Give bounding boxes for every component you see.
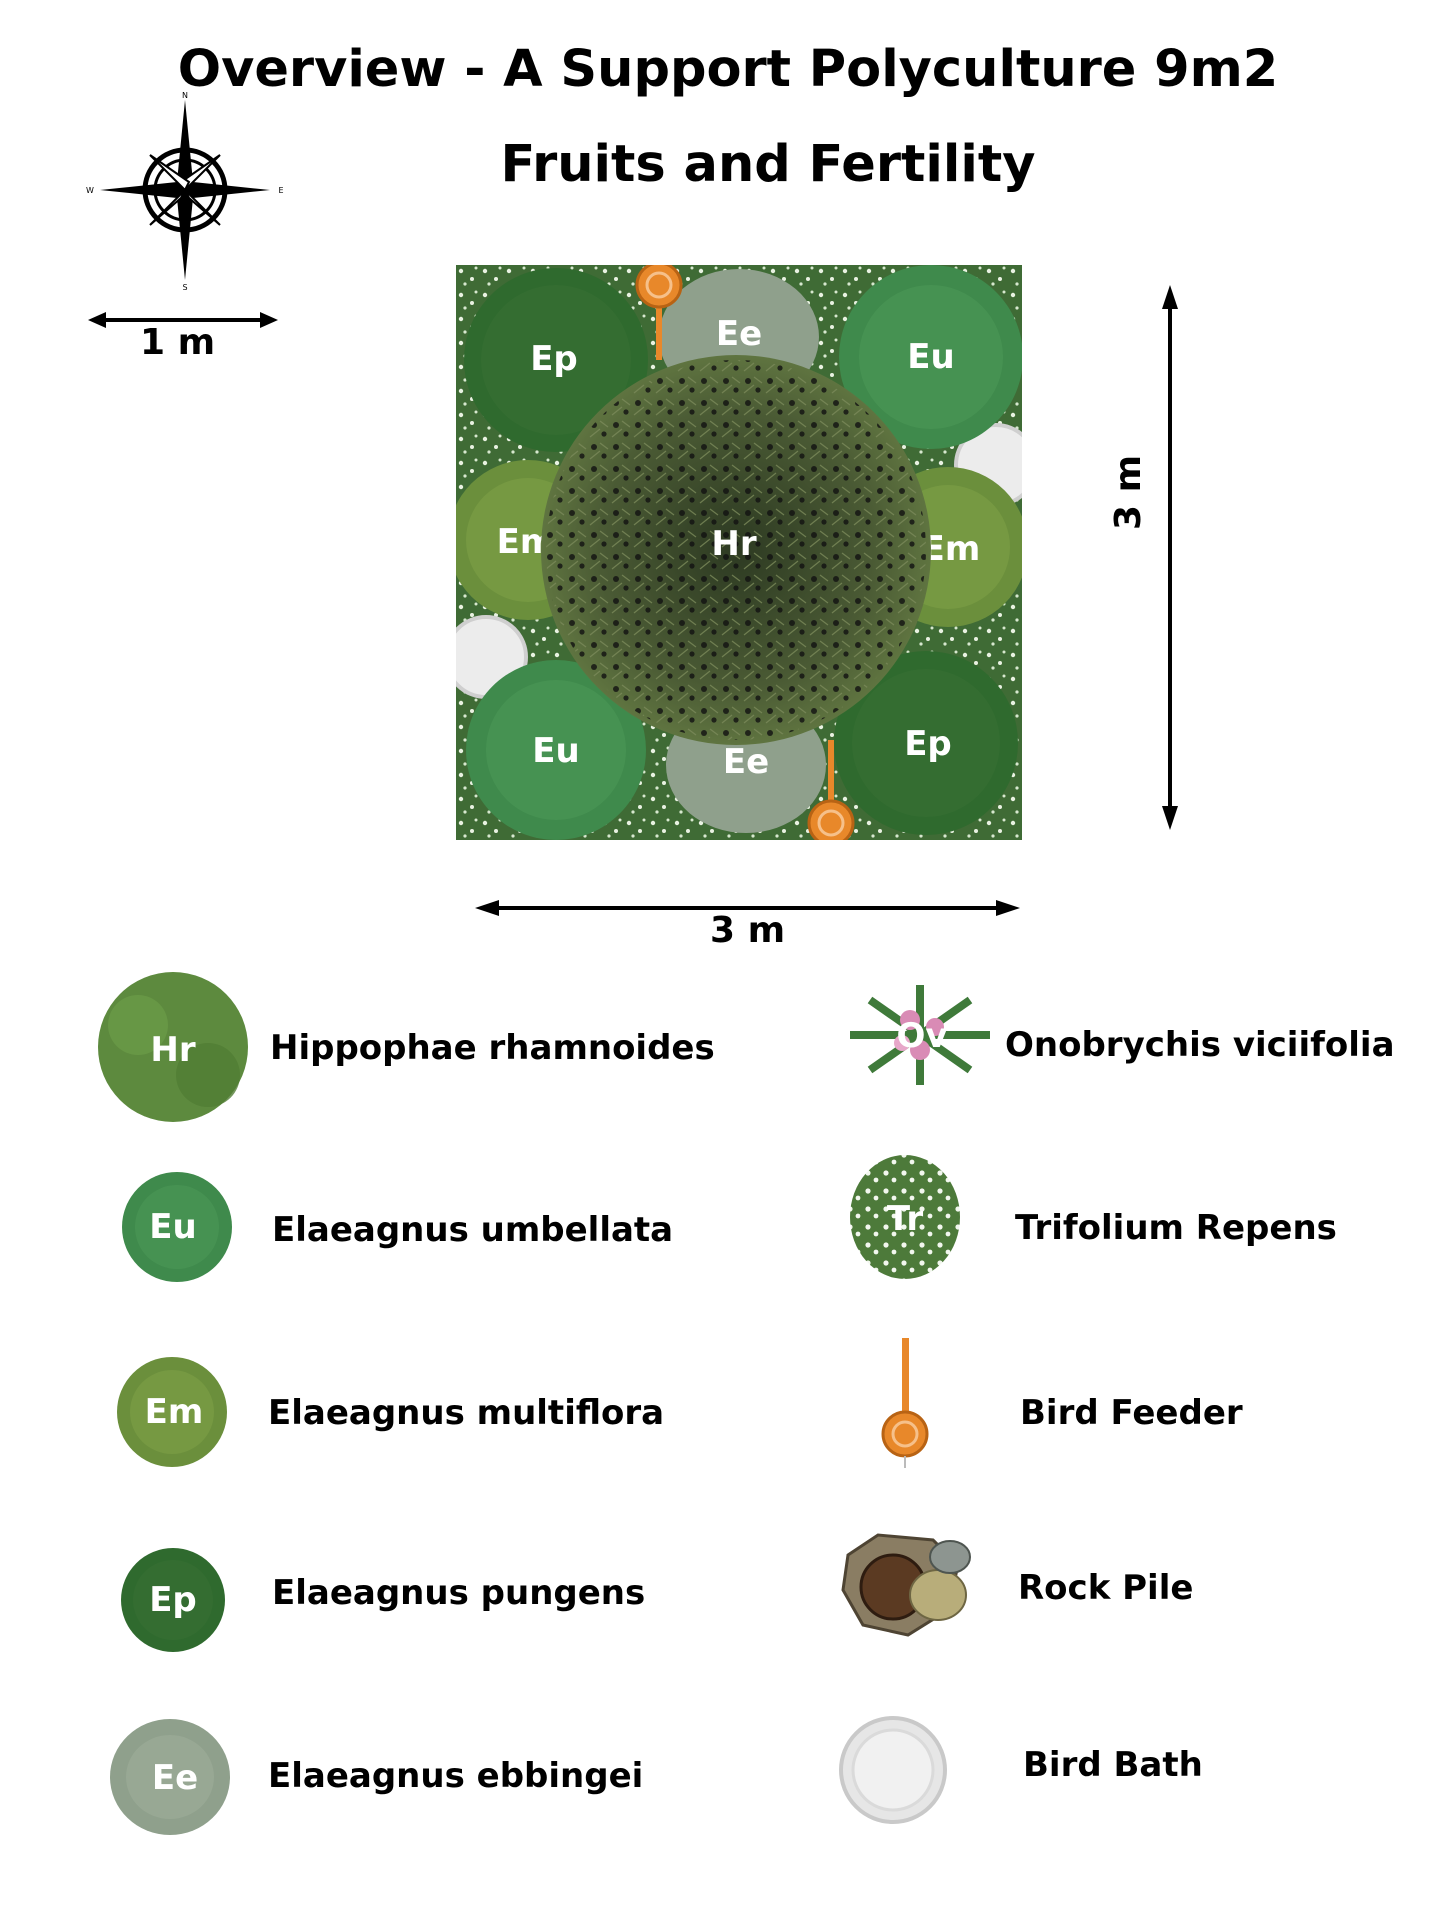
legend-label: Bird Bath	[1023, 1745, 1203, 1785]
plant-hr-center: Hr	[541, 355, 931, 745]
planting-plan: Ep Ee Eu Em Em Eu Ee Ep Hr	[456, 265, 1022, 840]
height-dimension-arrow	[1162, 285, 1178, 830]
compass-n-label: N	[182, 91, 188, 100]
plant-code: Ee	[723, 742, 769, 782]
height-dimension-label: 3 m	[1108, 454, 1149, 530]
legend-label: Elaeagnus ebbingei	[268, 1756, 644, 1796]
legend-icon-ep: Ep	[121, 1548, 225, 1652]
legend-icon-ov: Ov	[850, 985, 990, 1085]
bird-feeder-icon	[881, 1338, 929, 1468]
legend-label: Rock Pile	[1018, 1568, 1194, 1608]
compass-w-label: W	[86, 186, 94, 195]
plant-eu-ne: Eu	[839, 265, 1022, 449]
legend-icon-tr: Tr	[850, 1155, 960, 1279]
compass-s-label: S	[182, 283, 187, 290]
legend-code: Ee	[152, 1758, 198, 1798]
legend-code: Tr	[887, 1199, 923, 1239]
compass-e-label: E	[278, 186, 283, 195]
plant-ep-se: Ep	[834, 651, 1018, 835]
legend-label: Trifolium Repens	[1015, 1208, 1337, 1248]
plant-code: Ep	[530, 339, 578, 379]
plant-eu-sw: Eu	[466, 660, 646, 840]
bird-bath-icon	[839, 1716, 947, 1824]
plant-code: Ee	[716, 314, 762, 354]
page-subtitle: Fruits and Fertility	[500, 135, 1036, 194]
width-dimension-arrow	[475, 900, 1020, 916]
bird-feeder-icon	[635, 265, 683, 360]
scale-bar-label: 1 m	[140, 322, 216, 363]
legend-label: Onobrychis viciifolia	[1005, 1025, 1395, 1065]
plant-code: Em	[922, 529, 981, 569]
legend-label: Hippophae rhamnoides	[270, 1028, 715, 1068]
legend-icon-ee: Ee	[110, 1719, 230, 1835]
legend-code: Eu	[149, 1207, 196, 1247]
legend-code: Em	[145, 1392, 204, 1432]
width-dimension-label: 3 m	[710, 910, 786, 951]
legend-label: Bird Feeder	[1020, 1393, 1243, 1433]
bird-feeder-icon	[807, 740, 855, 840]
legend-icon-hr: Hr	[98, 972, 248, 1122]
legend-code: Ov	[896, 1016, 947, 1056]
plant-code: Ep	[904, 724, 952, 764]
legend-code: Hr	[150, 1030, 195, 1070]
plant-code: Eu	[907, 337, 954, 377]
legend-label: Elaeagnus umbellata	[272, 1210, 674, 1250]
compass-rose-icon: N S E W	[86, 91, 283, 290]
scale-bar	[88, 312, 278, 328]
plant-ep-nw: Ep	[464, 268, 648, 452]
page-title: Overview - A Support Polyculture 9m2	[177, 40, 1279, 99]
plant-code: Eu	[532, 731, 579, 771]
legend-icon-eu: Eu	[122, 1172, 232, 1282]
legend-label: Elaeagnus multiflora	[268, 1393, 665, 1433]
plant-code: Hr	[711, 524, 756, 564]
legend-label: Elaeagnus pungens	[272, 1573, 646, 1613]
legend-icon-em: Em	[117, 1357, 227, 1467]
legend-code: Ep	[149, 1580, 197, 1620]
rock-pile-icon	[841, 1533, 971, 1637]
